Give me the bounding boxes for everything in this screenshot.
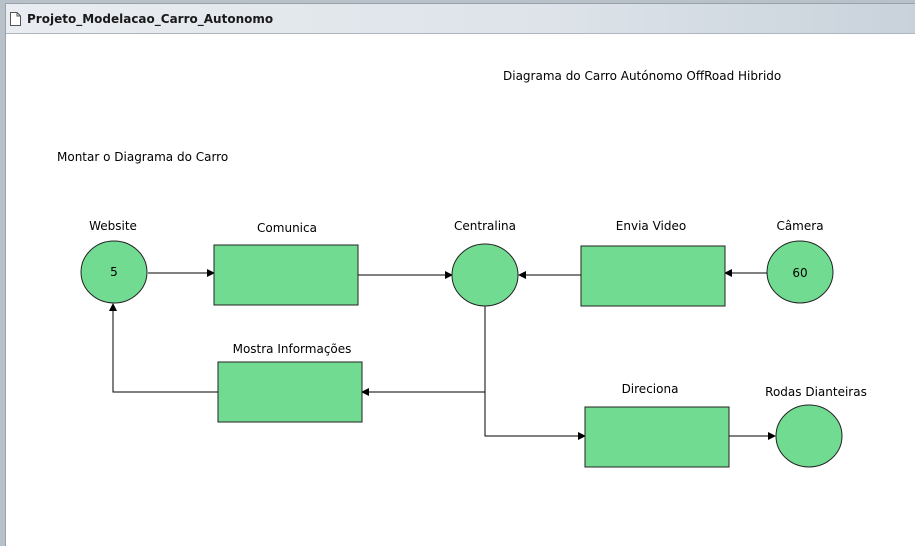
edge-centralina-mostrainfo xyxy=(361,306,486,396)
node-centralina-shape[interactable] xyxy=(451,243,519,307)
node-rodas-dianteiras[interactable]: Rodas Dianteiras xyxy=(765,385,867,468)
node-camera-value: 60 xyxy=(792,266,807,280)
node-envia-video-shape[interactable] xyxy=(580,245,726,307)
node-mostra-informacoes-shape[interactable] xyxy=(217,361,363,423)
diagram-subtitle: Montar o Diagrama do Carro xyxy=(57,150,228,164)
node-centralina[interactable]: Centralina xyxy=(451,219,519,307)
node-comunica[interactable]: Comunica xyxy=(213,221,359,306)
node-centralina-label: Centralina xyxy=(454,219,516,233)
node-direciona-shape[interactable] xyxy=(584,406,730,468)
node-direciona-label: Direciona xyxy=(622,382,679,396)
document-icon xyxy=(10,12,21,26)
diagram-window: Projeto_Modelacao_Carro_Autonomo xyxy=(5,3,915,546)
node-direciona[interactable]: Direciona xyxy=(584,382,730,468)
node-website[interactable]: Website 5 xyxy=(80,219,148,304)
node-rodas-dianteiras-label: Rodas Dianteiras xyxy=(765,385,867,399)
edge-centralina-direciona xyxy=(484,392,586,440)
diagram-title: Diagrama do Carro Autónomo OffRoad Hibri… xyxy=(503,69,781,83)
node-mostra-informacoes-label: Mostra Informações xyxy=(233,342,352,356)
node-website-shape[interactable] xyxy=(80,240,148,304)
node-camera[interactable]: Câmera 60 xyxy=(766,219,834,304)
node-mostra-informacoes[interactable]: Mostra Informações xyxy=(217,342,363,423)
edge-mostrainfo-website xyxy=(109,303,218,393)
node-website-label: Website xyxy=(89,219,137,233)
node-comunica-label: Comunica xyxy=(257,221,317,235)
window-title: Projeto_Modelacao_Carro_Autonomo xyxy=(27,12,274,26)
node-comunica-shape[interactable] xyxy=(213,244,359,306)
node-camera-label: Câmera xyxy=(776,219,823,233)
window-titlebar[interactable]: Projeto_Modelacao_Carro_Autonomo xyxy=(6,4,915,34)
node-rodas-dianteiras-shape[interactable] xyxy=(775,404,843,468)
node-envia-video-label: Envia Video xyxy=(616,219,686,233)
node-website-value: 5 xyxy=(110,265,118,279)
node-camera-shape[interactable] xyxy=(766,240,834,304)
node-envia-video[interactable]: Envia Video xyxy=(580,219,726,307)
